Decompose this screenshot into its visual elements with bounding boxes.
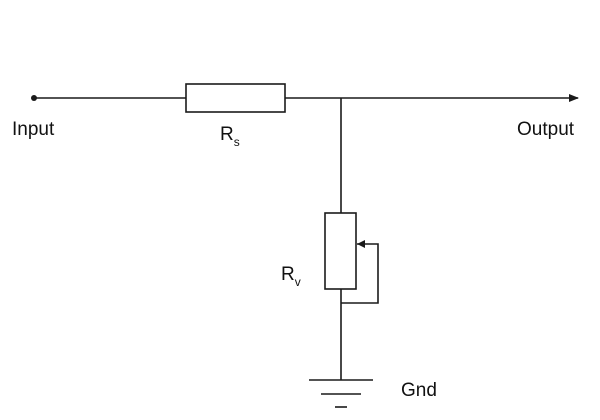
ground-label: Gnd xyxy=(401,380,437,401)
input-label: Input xyxy=(12,119,55,140)
output-label: Output xyxy=(517,119,575,140)
ground-symbol xyxy=(309,379,373,408)
variable-resistor xyxy=(324,212,357,290)
series-resistor xyxy=(185,83,286,113)
variable-resistor-wiper xyxy=(341,240,379,304)
series-resistor-label: Rs xyxy=(220,124,240,149)
variable-resistor-label: Rv xyxy=(281,264,301,289)
